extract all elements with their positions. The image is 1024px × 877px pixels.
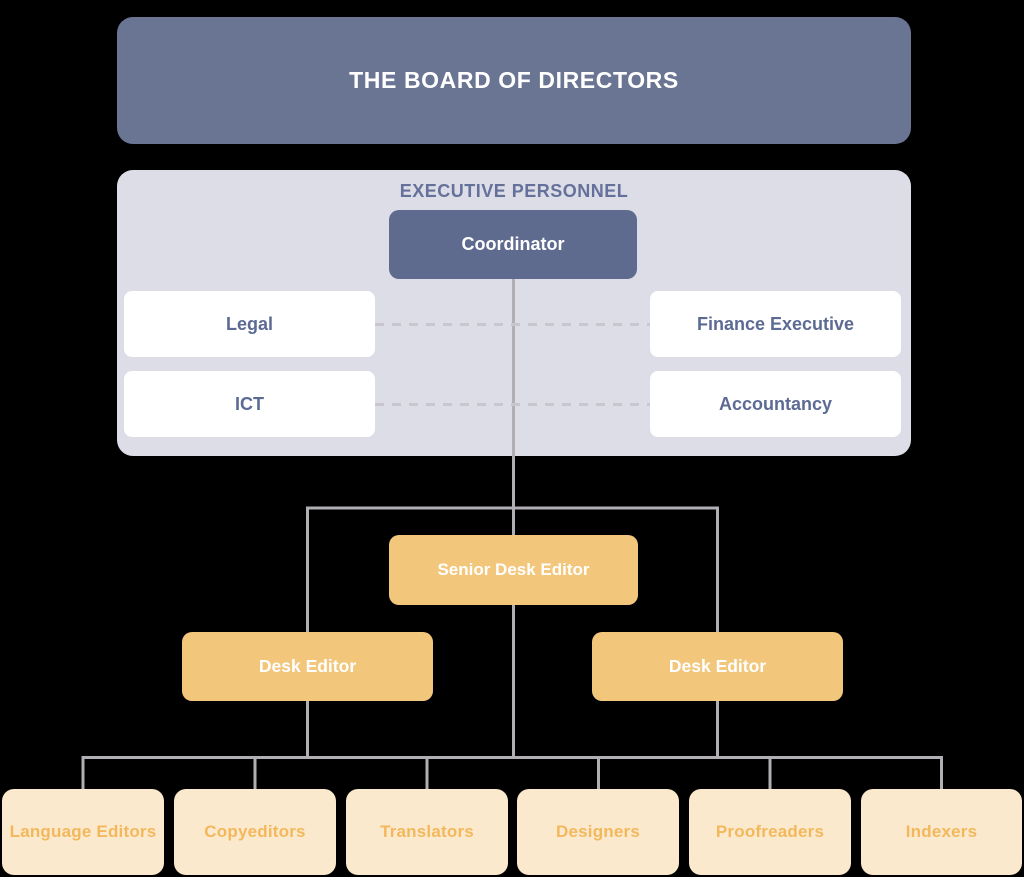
- indexers-node: Indexers: [861, 789, 1022, 875]
- language-editors-node: Language Editors: [2, 789, 164, 875]
- legal-node: Legal: [124, 291, 375, 357]
- team-rail-line: [81, 756, 943, 792]
- proofreaders-node: Proofreaders: [689, 789, 851, 875]
- finance-executive-node: Finance Executive: [650, 291, 901, 357]
- translators-node: Translators: [346, 789, 508, 875]
- desk-editor-left-label: Desk Editor: [258, 656, 357, 676]
- accountancy-label: Accountancy: [718, 393, 833, 414]
- coordinator-label: Coordinator: [461, 234, 565, 254]
- ict-node: ICT: [124, 371, 375, 437]
- board-of-directors-label: THE BOARD OF DIRECTORS: [349, 67, 679, 93]
- designers-label: Designers: [555, 822, 640, 841]
- legal-label: Legal: [225, 313, 273, 334]
- copyeditors-label: Copyeditors: [204, 822, 306, 841]
- desk-editor-right-label: Desk Editor: [668, 656, 767, 676]
- dashed-connectors: [375, 323, 650, 406]
- designers-node: Designers: [517, 789, 679, 875]
- senior-desk-editor-label: Senior Desk Editor: [437, 560, 590, 579]
- ict-label: ICT: [235, 393, 264, 414]
- coordinator-node: Coordinator: [389, 210, 637, 279]
- indexers-label: Indexers: [905, 822, 978, 841]
- translators-label: Translators: [380, 822, 474, 841]
- proofreaders-label: Proofreaders: [715, 822, 825, 841]
- board-of-directors-node: THE BOARD OF DIRECTORS: [117, 17, 911, 144]
- executive-personnel-heading: EXECUTIVE PERSONNEL: [399, 181, 629, 201]
- desk-editor-left-node: Desk Editor: [182, 632, 433, 701]
- accountancy-node: Accountancy: [650, 371, 901, 437]
- finance-executive-label: Finance Executive: [696, 313, 855, 334]
- desk-editor-right-node: Desk Editor: [592, 632, 843, 701]
- language-editors-label: Language Editors: [9, 822, 157, 841]
- copyeditors-node: Copyeditors: [174, 789, 336, 875]
- senior-desk-editor-node: Senior Desk Editor: [389, 535, 638, 605]
